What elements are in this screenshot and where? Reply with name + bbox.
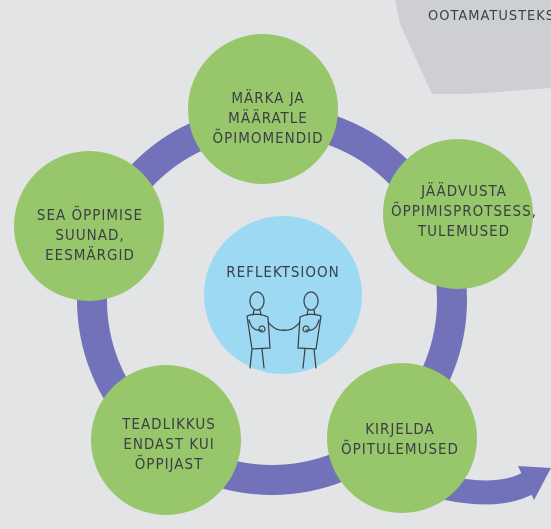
node-circle xyxy=(383,139,533,289)
node-label-line: MÄRKA JA xyxy=(231,88,304,107)
node-describe-outcomes: KIRJELDA ÕPITULEMUSED xyxy=(327,363,477,513)
center-circle xyxy=(204,216,362,374)
node-set-goals: SEA ÕPPIMISE SUUNAD, EESMÄRGID xyxy=(14,151,164,301)
node-circle xyxy=(91,365,241,515)
node-label-line: SUUNAD, xyxy=(55,226,124,244)
node-notice-moments: MÄRKA JA MÄÄRATLE ÕPIMOMENDID xyxy=(188,34,338,184)
corner-note-text: OOTAMATUSTEKS xyxy=(428,9,551,24)
exit-arrow-head xyxy=(518,466,551,500)
node-label-line: ENDAST KUI xyxy=(123,435,214,453)
node-record-process: JÄÄDVUSTA ÕPPIMISPROTSESS, TULEMUSED xyxy=(383,139,537,289)
node-self-awareness: TEADLIKKUS ENDAST KUI ÕPPIJAST xyxy=(91,365,241,515)
center-label: REFLEKTSIOON xyxy=(226,263,340,281)
node-label-line: JÄÄDVUSTA xyxy=(420,181,507,200)
node-label-line: ÕPIMOMENDID xyxy=(212,128,323,147)
node-circle xyxy=(327,363,477,513)
node-label-line: ÕPPIJAST xyxy=(135,454,204,473)
node-label-line: MÄÄRATLE xyxy=(228,108,308,127)
node-label-line: ÕPPIMISPROTSESS, xyxy=(391,201,537,220)
node-circle xyxy=(188,34,338,184)
node-circle xyxy=(14,151,164,301)
node-label-line: TEADLIKKUS xyxy=(121,415,216,433)
node-label-line: ÕPITULEMUSED xyxy=(341,439,459,458)
node-label-line: SEA ÕPPIMISE xyxy=(37,205,143,224)
two-people-icon xyxy=(246,291,322,369)
node-label-line: EESMÄRGID xyxy=(45,245,135,264)
corner-note-shape xyxy=(395,0,551,94)
node-label-line: KIRJELDA xyxy=(365,420,435,438)
node-label-line: TULEMUSED xyxy=(417,222,510,240)
